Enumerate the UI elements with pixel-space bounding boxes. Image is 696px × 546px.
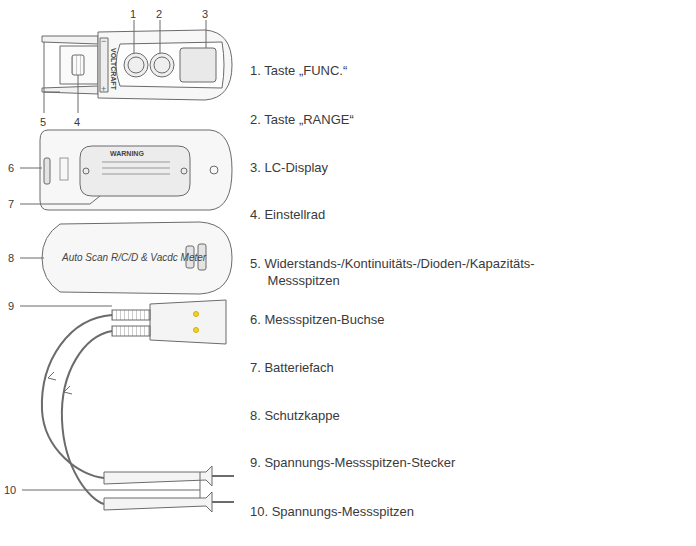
probe-tip: [42, 36, 98, 44]
part-list-item: 9. Spannungs-Messspitzen-Stecker: [250, 454, 455, 471]
front-panel: [116, 42, 224, 88]
leader-line: [44, 42, 45, 113]
callout-number: 1: [130, 8, 136, 20]
screw: [181, 168, 187, 174]
device-label: Auto Scan R/C/D & Vacdc Meter: [62, 252, 206, 263]
probe-handle: [104, 492, 212, 512]
callout-number: 5: [40, 116, 46, 128]
callout-number: 6: [8, 162, 14, 174]
part-list-item: 1. Taste „FUNC.“: [250, 62, 347, 79]
leader-line: [20, 204, 90, 205]
label-text-line: [102, 162, 170, 163]
adjust-wheel: [72, 55, 84, 75]
label-text-line: [102, 174, 170, 175]
protective-cap: [20, 222, 232, 294]
part-list-item: 2. Taste „RANGE“: [250, 111, 354, 128]
lc-display: [180, 48, 216, 82]
device-label: WARNING: [110, 150, 144, 157]
part-list-item: 8. Schutzkappe: [250, 407, 343, 424]
leader-line: [20, 168, 42, 169]
probe-tip: [212, 475, 234, 477]
tip-holder: [60, 46, 98, 84]
leader-line: [160, 20, 161, 53]
part-list-item: 10. Spannungs-Messspitzen: [250, 503, 414, 520]
part-list-item: 7. Batteriefach: [250, 359, 337, 376]
cable-arrow: [64, 386, 72, 394]
leader-line: [20, 306, 112, 307]
leader-line: [134, 20, 135, 53]
probe-handle: [104, 466, 212, 486]
symbol-mark: [60, 158, 68, 180]
device-label: VOLTCRAFT: [110, 48, 117, 90]
battery-compartment: [80, 146, 190, 196]
range-button-ring: [154, 57, 170, 73]
plus-mark: +: [101, 84, 106, 94]
range-button: [150, 53, 174, 77]
plug-marker: [194, 312, 199, 317]
part-list-item: 6. Messspitzen-Buchse: [250, 311, 384, 328]
func-button: [124, 53, 148, 77]
probe-plug: [150, 300, 226, 344]
meter-front: − +: [42, 20, 232, 113]
probe-tip: [42, 86, 98, 94]
plug-pin: [112, 326, 150, 336]
callout-number: 4: [74, 116, 80, 128]
leader-line: [90, 196, 100, 204]
leader-line: [78, 75, 79, 113]
plug-marker: [194, 328, 199, 333]
back-mark: [210, 166, 218, 174]
battery-back: [20, 130, 232, 210]
leader-line: [200, 472, 201, 498]
callout-number: 7: [8, 198, 14, 210]
back-housing: [40, 130, 232, 210]
leader-line: [20, 258, 44, 259]
screw: [83, 168, 89, 174]
callout-number: 10: [4, 484, 16, 496]
probe-tip: [212, 501, 234, 503]
meter-body: [98, 30, 232, 100]
minus-mark: −: [101, 36, 106, 46]
cap-body: [42, 222, 232, 294]
callout-number: 8: [8, 252, 14, 264]
probe-cable: [42, 315, 112, 478]
part-list-item: 5. Widerstands-/Kontinuitäts-/Dioden-/Ka…: [250, 255, 598, 289]
func-button-ring: [128, 57, 144, 73]
callout-number: 3: [202, 8, 208, 20]
plug-pin: [112, 310, 150, 320]
probe-socket: [44, 158, 50, 184]
leader-line: [206, 20, 207, 48]
callout-number: 9: [8, 300, 14, 312]
label-text-line: [102, 168, 170, 169]
leader-line: [22, 490, 200, 491]
cable-arrow: [48, 372, 56, 380]
callout-number: 2: [156, 8, 162, 20]
voltage-probes: [20, 300, 234, 512]
leader-line: [44, 92, 60, 93]
part-list-item: 3. LC-Display: [250, 159, 328, 176]
part-list-item: 4. Einstellrad: [250, 206, 328, 223]
